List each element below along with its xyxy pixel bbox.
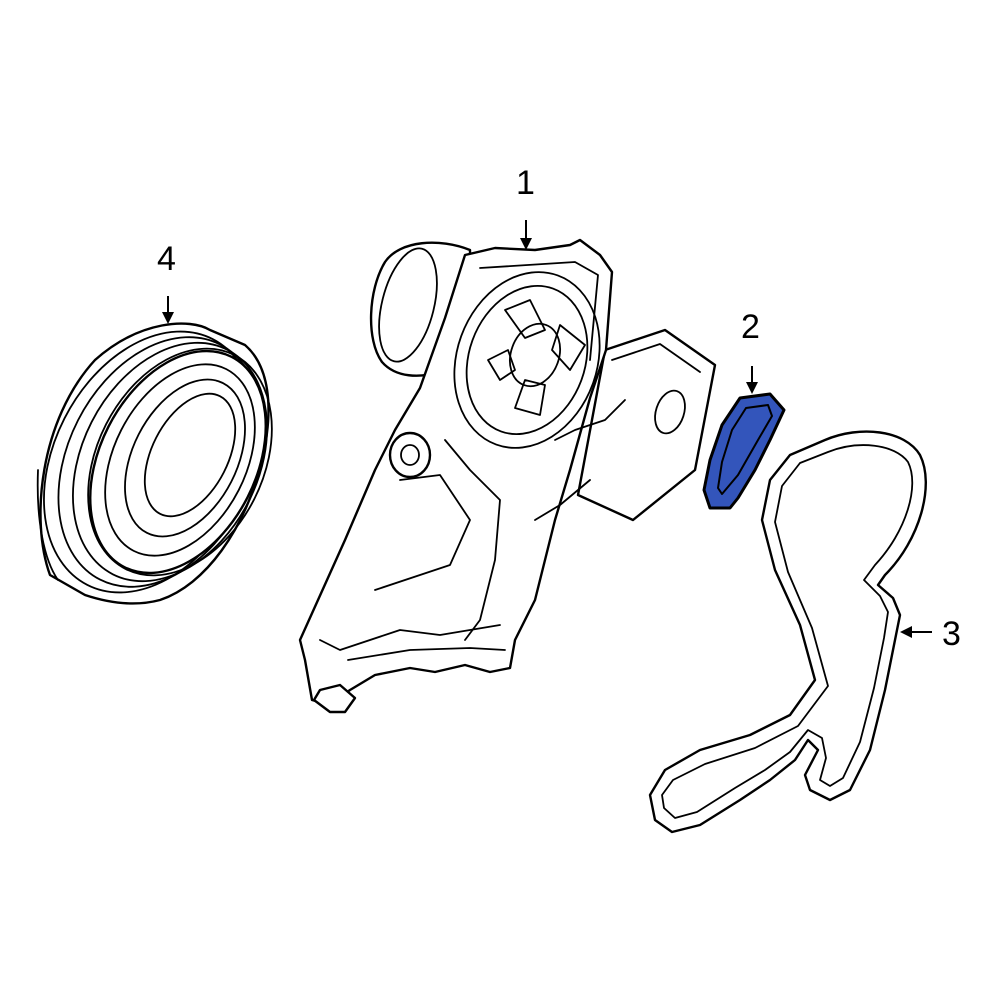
leader-arrow-2 xyxy=(746,366,758,394)
pump-boss-left xyxy=(388,431,432,479)
body-rib-7 xyxy=(347,647,506,661)
pump-boss-left-hole xyxy=(400,444,420,466)
impeller-blade-2 xyxy=(551,324,586,371)
body-rib-4 xyxy=(319,624,501,651)
pulley-face-ring-2 xyxy=(124,378,246,538)
leader-arrow-1 xyxy=(520,220,532,250)
water-pump-part-1[interactable] xyxy=(298,238,717,714)
pulley-face-ring-1 xyxy=(104,363,256,557)
body-rib-1 xyxy=(479,261,599,361)
callout-number-1[interactable]: 1 xyxy=(516,164,535,202)
gasket-part-2[interactable] xyxy=(702,392,786,510)
impeller xyxy=(487,299,586,416)
pulley-part-4[interactable] xyxy=(2,295,309,628)
body-rib-3 xyxy=(374,474,471,591)
impeller-blade-3 xyxy=(514,379,546,416)
impeller-housing-inner xyxy=(465,284,589,436)
pulley-groove-3 xyxy=(72,341,268,583)
body-rib-5 xyxy=(554,399,626,441)
pump-main-body xyxy=(298,238,614,707)
pulley-side-left xyxy=(36,469,59,581)
callout-number-3[interactable]: 3 xyxy=(942,615,961,653)
pump-shaft-stub xyxy=(312,683,357,714)
body-rib-6 xyxy=(534,479,591,521)
leader-arrow-4 xyxy=(162,296,174,324)
callout-number-4[interactable]: 4 xyxy=(157,240,176,278)
impeller-housing-outer xyxy=(453,271,601,449)
pulley-hub-bore xyxy=(143,392,237,518)
seal-inner-outline xyxy=(661,444,914,819)
body-rib-2 xyxy=(444,439,501,641)
flange-edge xyxy=(611,343,701,373)
impeller-blade-1 xyxy=(504,299,546,339)
callout-number-2[interactable]: 2 xyxy=(741,308,760,346)
flange-bolt-hole xyxy=(654,389,686,435)
impeller-blade-4 xyxy=(487,349,516,381)
gasket-shape xyxy=(702,392,786,510)
leader-arrow-3 xyxy=(900,626,932,638)
seal-outer-outline xyxy=(648,430,927,834)
pump-inlet-opening xyxy=(378,247,438,363)
gasket-inner-outline xyxy=(717,404,773,495)
pump-mounting-flange xyxy=(576,328,717,522)
seal-part-3[interactable] xyxy=(648,430,927,834)
